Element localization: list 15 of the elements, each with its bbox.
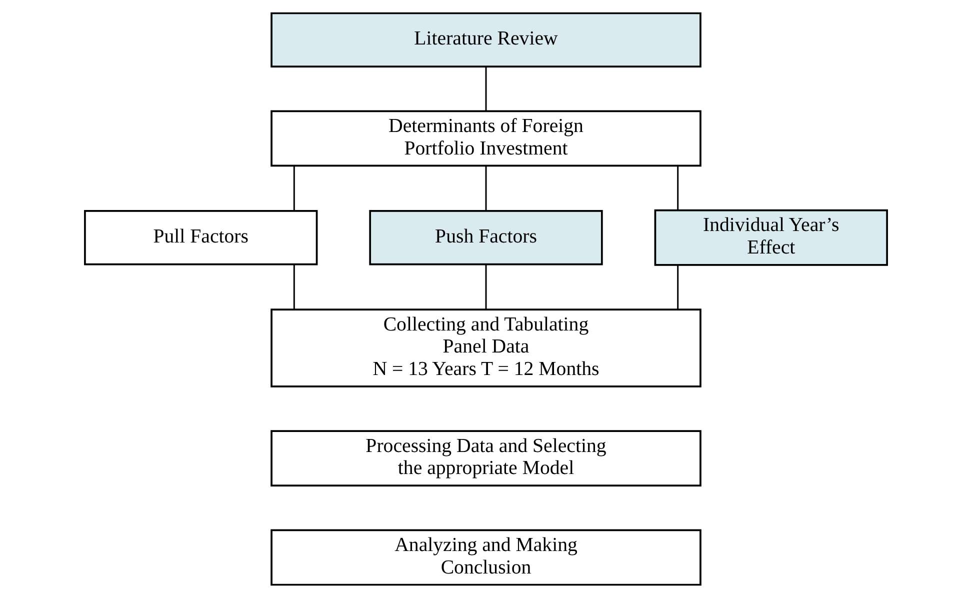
node-box: Processing Data and Selecting the appropriate Model <box>270 430 701 486</box>
node-box: Collecting and Tabulating Panel Data N = 13 Years T = 12 Months <box>270 308 701 388</box>
node-box: Individual Year’s Effect <box>654 209 888 266</box>
node-box: Push Factors <box>368 210 602 266</box>
node-box: Determinants of Foreign Portfolio Investment <box>270 110 701 167</box>
connector <box>676 166 678 210</box>
connector <box>676 264 678 310</box>
connector <box>292 264 294 310</box>
node-box: Analyzing and Making Conclusion <box>270 529 701 586</box>
node-box: Pull Factors <box>84 210 318 266</box>
node-box: Literature Review <box>270 12 701 68</box>
connector <box>484 166 486 211</box>
connector <box>484 66 486 111</box>
connector <box>484 264 486 310</box>
connector <box>292 166 294 211</box>
